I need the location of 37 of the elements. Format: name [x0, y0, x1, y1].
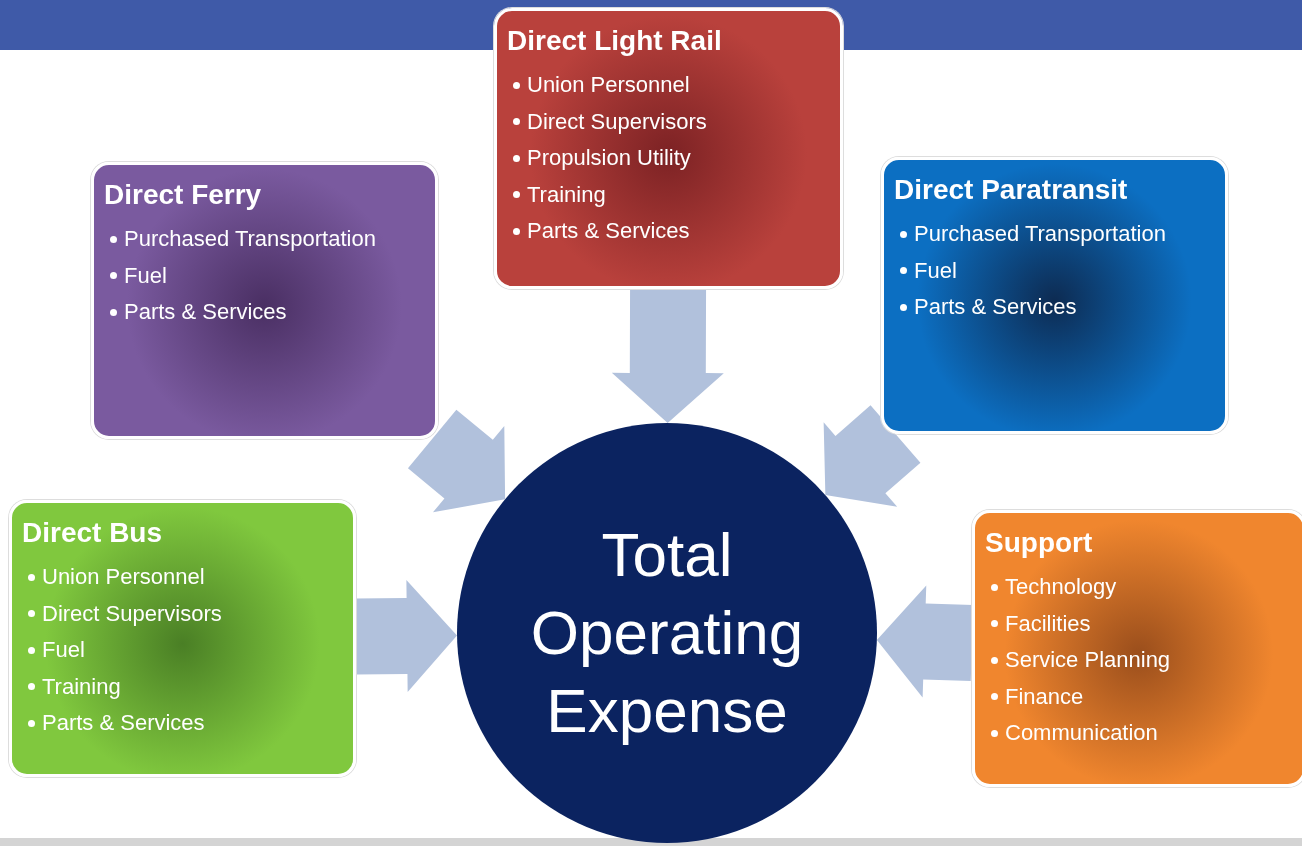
category-card	[494, 8, 843, 289]
bullet-item: Parts & Services	[124, 298, 287, 326]
category-card	[91, 162, 438, 439]
card-title: Direct Bus	[22, 517, 164, 549]
bullet-item: Facilities	[1005, 609, 1091, 638]
bullet-item: Training	[42, 672, 121, 701]
bullet-item: Training	[527, 180, 606, 209]
bullet-item: Technology	[1005, 573, 1117, 601]
bullet-item: Finance	[1005, 682, 1084, 711]
bullet-item: Purchased Transportation	[124, 225, 376, 253]
bullet-item: Parts & Services	[914, 293, 1077, 321]
bullet-item: Fuel	[914, 256, 957, 285]
block-arrow	[611, 288, 724, 423]
bullet-item: Parts & Services	[527, 217, 690, 245]
card-title: Direct Ferry	[104, 179, 263, 211]
block-arrow	[876, 585, 974, 698]
category-card	[9, 500, 356, 777]
bullet-item: Service Planning	[1005, 646, 1171, 674]
bullet-item: Direct Supervisors	[42, 599, 222, 628]
bullet-item: Union Personnel	[42, 563, 205, 591]
total-label: Total Operating Expense	[529, 519, 805, 747]
card-title: Direct Paratransit	[894, 174, 1129, 206]
bullet-item: Communication	[1005, 719, 1158, 747]
block-arrow	[823, 405, 921, 507]
bullet-item: Fuel	[124, 261, 167, 290]
card-title: Support	[985, 527, 1094, 559]
card-title: Direct Light Rail	[507, 25, 723, 57]
category-card	[972, 510, 1302, 787]
bullet-item: Direct Supervisors	[527, 107, 707, 136]
bullet-item: Propulsion Utility	[527, 144, 691, 172]
bullet-item: Purchased Transportation	[914, 220, 1166, 248]
bullet-item: Parts & Services	[42, 709, 205, 737]
category-card	[881, 157, 1228, 434]
bullet-item: Union Personnel	[527, 71, 690, 99]
block-arrow	[407, 409, 506, 513]
bullet-item: Fuel	[42, 636, 85, 664]
block-arrow	[355, 579, 457, 692]
